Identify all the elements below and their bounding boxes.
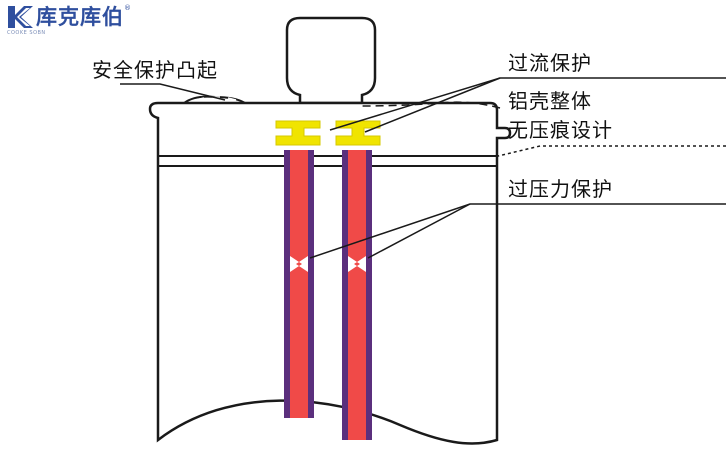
- label-overpressure-protection: 过压力保护: [508, 177, 613, 201]
- leader-noindent: [493, 145, 726, 158]
- leader-overpressure-2: [367, 203, 471, 259]
- leader-overcurrent-2: [364, 77, 501, 133]
- label-aluminum-shell: 铝壳整体: [508, 89, 592, 113]
- left-terminal: [275, 120, 321, 146]
- logo-brand-text: 库克库伯: [36, 5, 124, 29]
- terminal-cap: [285, 16, 377, 105]
- right-lead-red: [348, 150, 366, 440]
- brand-logo: 库克库伯 ® COOKE SOBN: [6, 4, 146, 40]
- right-terminal: [335, 120, 381, 146]
- lid-left-rim: [148, 108, 160, 128]
- leader-safety: [120, 83, 226, 101]
- label-no-indent-design: 无压痕设计: [508, 118, 613, 142]
- can-body: [156, 128, 499, 445]
- right-lead-fuse-notch: [348, 256, 366, 272]
- left-lead-red: [290, 150, 308, 418]
- leader-aluminum: [359, 101, 501, 109]
- label-safety-bump: 安全保护凸起: [92, 58, 218, 82]
- label-overcurrent-protection: 过流保护: [508, 51, 592, 75]
- can-lid: [148, 101, 512, 141]
- logo-registered-mark: ®: [124, 4, 131, 12]
- logo-k-icon: [8, 6, 33, 28]
- logo-subtitle: COOKE SOBN: [7, 30, 46, 36]
- left-lead-fuse-notch: [290, 256, 308, 272]
